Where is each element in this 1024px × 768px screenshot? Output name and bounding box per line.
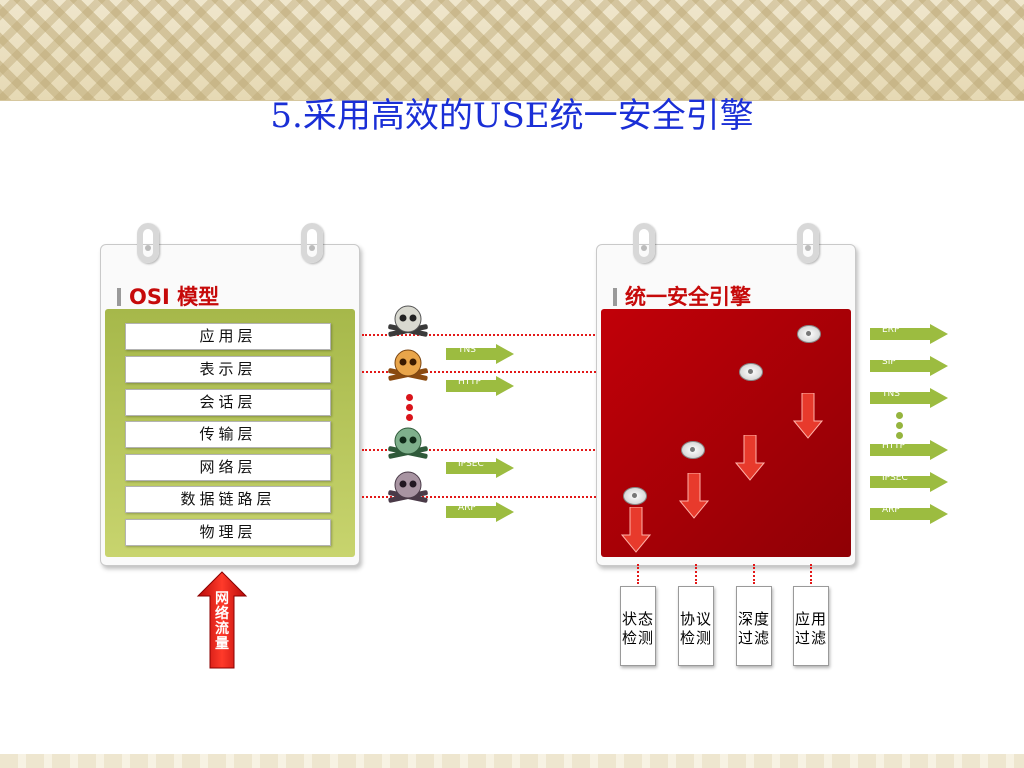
engine-title-text: 统一安全引擎 <box>625 285 751 309</box>
up-arrow-icon <box>196 571 248 669</box>
network-traffic-label: 网络流量 <box>215 591 229 652</box>
ellipsis-dot <box>406 394 413 401</box>
osi-model-panel: OSI 模型 应用层 表示层 会话层 传输层 网络层 数据链路层 物理层 <box>100 223 360 566</box>
engine-panel-title: 统一安全引擎 <box>613 281 751 311</box>
engine-node-knob <box>623 487 647 505</box>
function-label: 应用过滤 <box>794 609 827 647</box>
binder-ring <box>137 223 159 263</box>
tag-arrow-shape <box>870 504 948 524</box>
osi-layer-datalink: 数据链路层 <box>125 486 331 513</box>
protocol-tag-label: HTTP <box>458 377 482 387</box>
function-card-protocol-inspection: 协议检测 <box>678 586 714 666</box>
output-tag-erp: ERP <box>870 324 948 344</box>
engine-node-knob <box>681 441 705 459</box>
function-card-state-inspection: 状态检测 <box>620 586 656 666</box>
protocol-tag-http: HTTP <box>446 376 514 396</box>
osi-layer-application: 应用层 <box>125 323 331 350</box>
protocol-tag-label: TNS <box>458 345 476 355</box>
output-tag-label: SIP <box>882 357 896 367</box>
protocol-tag-tns: TNS <box>446 344 514 364</box>
skull-threat-icon <box>388 305 428 337</box>
output-tag-http: HTTP <box>870 440 948 460</box>
flow-line-transport <box>362 449 687 451</box>
down-arrow-icon <box>679 473 709 519</box>
decorative-header-band <box>0 0 1024 101</box>
tag-arrow-shape <box>446 344 514 364</box>
tag-arrow-shape <box>870 440 948 460</box>
output-tag-label: IPSEC <box>882 473 908 483</box>
tag-arrow-shape <box>870 472 948 492</box>
ellipsis-dot <box>406 414 413 421</box>
output-tag-label: TNS <box>882 389 900 399</box>
down-arrow-icon <box>793 393 823 439</box>
down-arrow-icon <box>621 507 651 553</box>
output-tag-ipsec: IPSEC <box>870 472 948 492</box>
engine-node-knob <box>797 325 821 343</box>
output-tag-arp: ARP <box>870 504 948 524</box>
skull-threat-icon <box>388 427 428 459</box>
osi-layer-presentation: 表示层 <box>125 356 331 383</box>
function-label: 协议检测 <box>679 609 712 647</box>
skull-threat-icon <box>388 471 428 503</box>
output-tag-tns: TNS <box>870 388 948 408</box>
osi-panel-title: OSI 模型 <box>117 281 219 311</box>
ellipsis-dot <box>896 412 903 419</box>
slide-title: 5.采用高效的USE统一安全引擎 <box>270 96 754 136</box>
tag-arrow-shape <box>870 356 948 376</box>
connector-line <box>695 564 697 584</box>
ellipsis-dot <box>896 422 903 429</box>
output-tag-label: HTTP <box>882 441 906 451</box>
tag-arrow-shape <box>446 458 514 478</box>
flow-line-datalink <box>362 496 628 498</box>
osi-layer-session: 会话层 <box>125 389 331 416</box>
tag-arrow-shape <box>446 376 514 396</box>
network-traffic-arrow: 网络流量 <box>196 570 248 670</box>
osi-layer-transport: 传输层 <box>125 421 331 448</box>
osi-layer-physical: 物理层 <box>125 519 331 546</box>
output-tag-label: ERP <box>882 325 900 335</box>
engine-node-knob <box>739 363 763 381</box>
protocol-tag-label: IPSEC <box>458 459 484 469</box>
ellipsis-dot <box>896 432 903 439</box>
engine-body <box>601 309 851 557</box>
tag-arrow-shape <box>870 388 948 408</box>
binder-ring <box>797 223 819 263</box>
security-engine-panel: 统一安全引擎 <box>596 223 856 566</box>
down-arrow-icon <box>735 435 765 481</box>
connector-line <box>753 564 755 584</box>
connector-line <box>810 564 812 584</box>
function-card-deep-filtering: 深度过滤 <box>736 586 772 666</box>
protocol-tag-arp: ARP <box>446 502 514 522</box>
tag-arrow-shape <box>446 502 514 522</box>
function-label: 状态检测 <box>621 609 654 647</box>
protocol-tag-label: ARP <box>458 503 476 513</box>
osi-title-text: OSI 模型 <box>129 285 220 309</box>
connector-line <box>637 564 639 584</box>
decorative-footer-band <box>0 754 1024 768</box>
function-card-application-filtering: 应用过滤 <box>793 586 829 666</box>
output-tag-label: ARP <box>882 505 900 515</box>
skull-threat-icon <box>388 349 428 381</box>
binder-ring <box>633 223 655 263</box>
ellipsis-dot <box>406 404 413 411</box>
binder-ring <box>301 223 323 263</box>
protocol-tag-ipsec: IPSEC <box>446 458 514 478</box>
osi-layer-stack: 应用层 表示层 会话层 传输层 网络层 数据链路层 物理层 <box>105 309 355 557</box>
flow-line-application <box>362 334 802 336</box>
title-bar-marker <box>613 288 617 306</box>
function-label: 深度过滤 <box>737 609 770 647</box>
title-bar-marker <box>117 288 121 306</box>
tag-arrow-shape <box>870 324 948 344</box>
output-tag-sip: SIP <box>870 356 948 376</box>
osi-layer-network: 网络层 <box>125 454 331 481</box>
flow-line-presentation <box>362 371 744 373</box>
